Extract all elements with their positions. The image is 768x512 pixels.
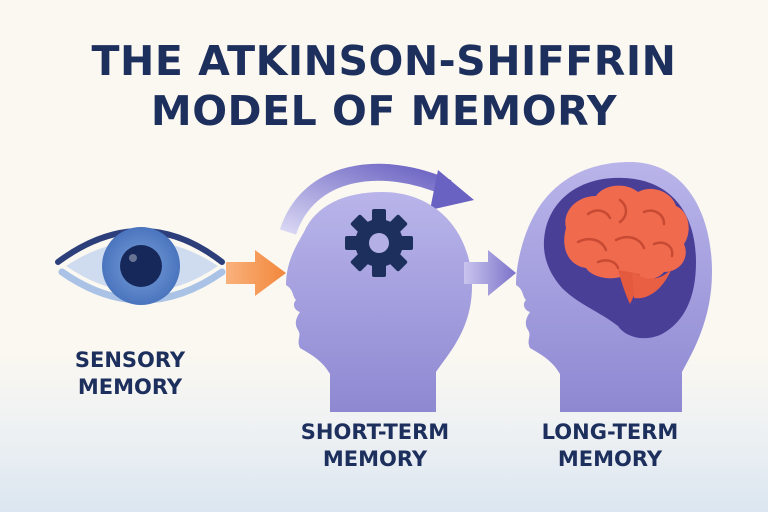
brain-icon xyxy=(564,185,689,304)
label-line: MEMORY xyxy=(557,447,663,471)
label-sensory-memory: SENSORY MEMORY xyxy=(50,347,210,401)
arrow-sensory-to-short-term xyxy=(226,250,286,296)
arrow-short-to-long-term xyxy=(464,250,516,296)
rehearsal-arc-arrow xyxy=(279,163,474,235)
gear-icon xyxy=(345,209,413,277)
title-line-2: MODEL OF MEMORY xyxy=(150,87,618,135)
title-line-1: THE ATKINSON-SHIFFRIN xyxy=(91,37,677,85)
label-line: LONG-TERM xyxy=(541,420,679,444)
eye-icon xyxy=(55,227,226,305)
label-long-term-memory: LONG-TERM MEMORY xyxy=(510,419,710,473)
label-line: MEMORY xyxy=(322,447,428,471)
label-line: SHORT-TERM xyxy=(300,420,450,444)
short-term-head xyxy=(286,192,472,412)
label-short-term-memory: SHORT-TERM MEMORY xyxy=(275,419,475,473)
page-title: THE ATKINSON-SHIFFRIN MODEL OF MEMORY xyxy=(0,36,768,136)
label-line: MEMORY xyxy=(77,375,183,399)
label-line: SENSORY xyxy=(74,348,186,372)
